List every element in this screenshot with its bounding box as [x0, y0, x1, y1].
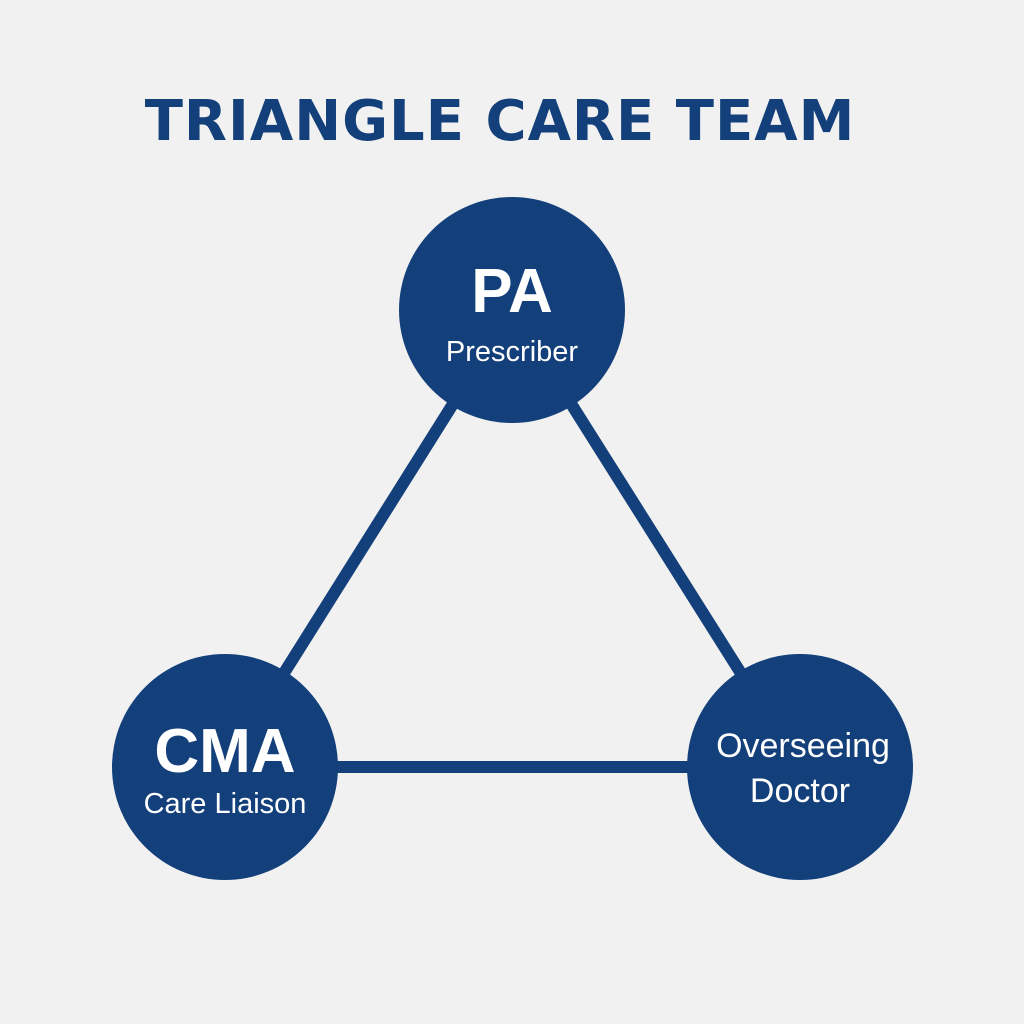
- node-cma-circle: [112, 654, 338, 880]
- node-cma-abbr: CMA: [154, 717, 295, 786]
- node-doctor-circle: [687, 654, 913, 880]
- node-pa-abbr: PA: [471, 257, 553, 326]
- node-pa-circle: [399, 197, 625, 423]
- node-doctor: Overseeing Doctor: [687, 654, 913, 880]
- node-pa-role: Prescriber: [446, 336, 578, 368]
- diagram-title: TRIANGLE CARE TEAM: [144, 89, 856, 154]
- node-doctor-line1: Overseeing: [716, 727, 890, 765]
- node-pa: PA Prescriber: [399, 197, 625, 423]
- node-cma-role: Care Liaison: [144, 788, 307, 820]
- node-doctor-line2: Doctor: [750, 772, 850, 810]
- node-cma: CMA Care Liaison: [112, 654, 338, 880]
